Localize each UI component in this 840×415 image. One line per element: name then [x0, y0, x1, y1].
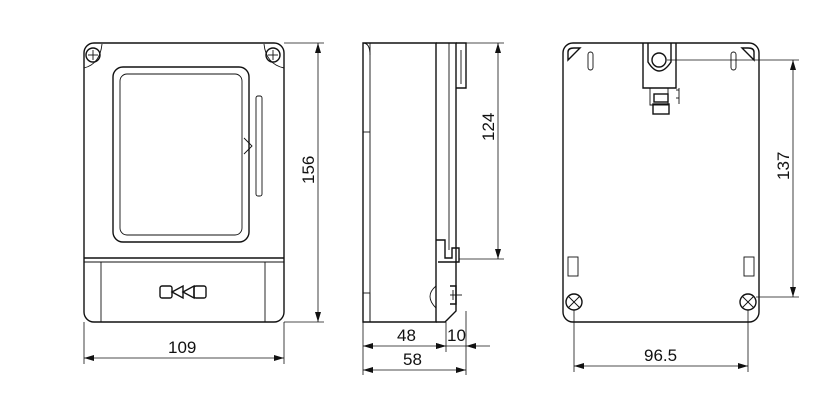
back-slot-top-left	[587, 51, 594, 71]
front-screw-top-left	[85, 47, 101, 63]
front-seal-icon	[159, 284, 207, 300]
dimension-side-protrusion-label: 10	[447, 326, 466, 345]
back-view	[562, 42, 760, 323]
back-slot-top-right	[730, 51, 737, 71]
side-hook	[436, 239, 460, 263]
front-body-outline	[83, 42, 285, 323]
side-body-outline	[362, 42, 437, 323]
back-slot-lower-left	[567, 256, 579, 277]
back-hanging-bracket	[642, 43, 680, 115]
front-display-window-inner	[119, 73, 243, 236]
dimension-side-depth-body-label: 48	[397, 326, 416, 345]
dimension-side-height: 124	[459, 42, 504, 260]
dimension-back-vertical: 137	[667, 59, 799, 298]
side-view	[362, 42, 467, 323]
dimension-back-horizontal: 96.5	[573, 310, 749, 372]
dimension-front-height-label: 156	[299, 156, 318, 184]
back-body-outline	[562, 42, 760, 323]
dimension-front-height: 156	[284, 42, 324, 323]
side-knob	[429, 285, 437, 309]
front-view	[83, 42, 285, 323]
side-rail	[436, 42, 457, 323]
dimension-side-depth: 48 10 58	[362, 311, 490, 375]
dimension-front-width: 109	[83, 322, 285, 364]
dimension-side-height-label: 124	[479, 113, 498, 141]
dimension-back-horizontal-label: 96.5	[644, 346, 677, 365]
front-side-slot	[255, 95, 263, 197]
front-screw-top-right	[265, 47, 281, 63]
back-screw-bottom-right	[739, 293, 757, 311]
dimension-side-depth-total-label: 58	[403, 350, 422, 369]
dimension-back-vertical-label: 137	[774, 152, 793, 180]
front-indicator-triangle	[243, 137, 253, 155]
dimension-front-width-label: 109	[168, 338, 196, 357]
front-display-window-outer	[112, 66, 250, 243]
back-screw-bottom-left	[565, 293, 583, 311]
back-slot-lower-right	[743, 256, 755, 277]
